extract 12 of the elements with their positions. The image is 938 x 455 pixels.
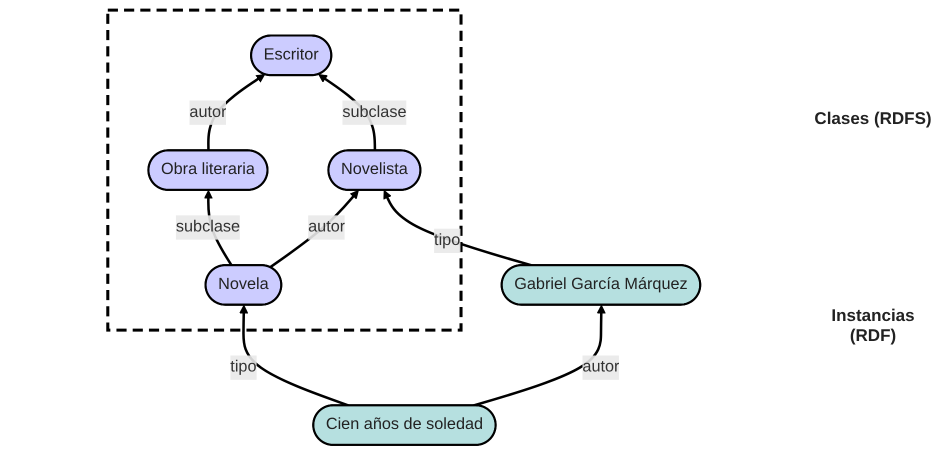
edge-label: tipo <box>434 232 460 249</box>
arrow <box>383 190 533 267</box>
arrow <box>269 190 359 268</box>
edge-label: autor <box>189 104 226 121</box>
edge-label: subclase <box>176 218 240 236</box>
edge-label: tipo <box>230 358 257 376</box>
edge-label: autor <box>308 218 346 236</box>
side-label: Instancias (RDF) <box>830 306 916 346</box>
edge-label: autor <box>582 358 620 376</box>
edge-label: subclase <box>342 104 406 121</box>
side-label: Clases (RDFS) <box>813 108 933 129</box>
cluster <box>106 8 463 332</box>
